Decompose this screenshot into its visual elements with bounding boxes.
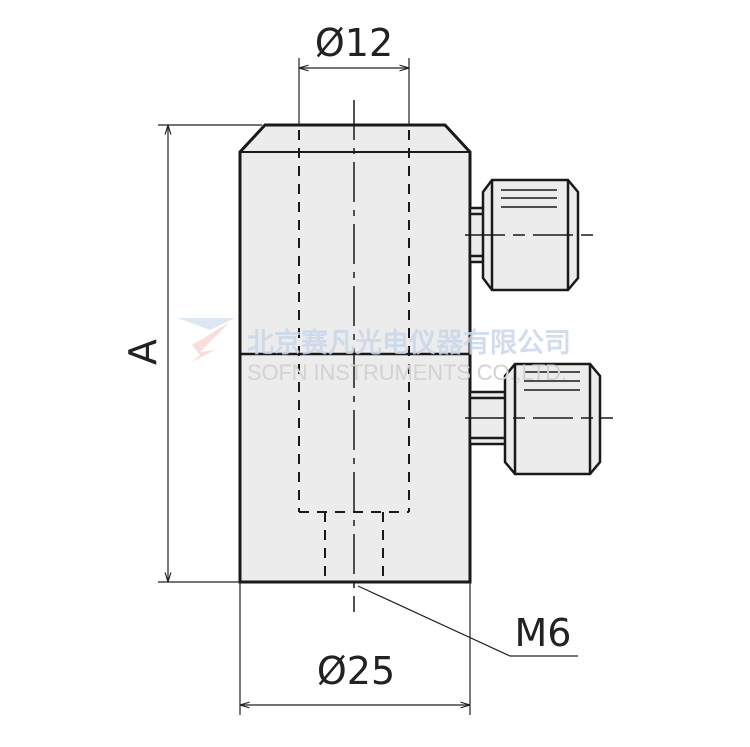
dim-diameter-12: Ø12 — [315, 21, 393, 65]
dim-height-a: A — [121, 339, 165, 365]
thread-label-m6: M6 — [515, 611, 572, 655]
dimension-lines — [158, 58, 578, 715]
thumbscrew-lower[interactable] — [465, 362, 613, 476]
dim-diameter-25: Ø25 — [317, 649, 395, 693]
watermark-company-en: SOFN INSTRUMENTS CO.,LTD. — [247, 360, 567, 385]
watermark-logo-icon — [178, 318, 235, 362]
thumbscrew-upper[interactable] — [465, 178, 595, 292]
watermark-company-cn: 北京赛凡光电仪器有限公司 — [247, 327, 571, 359]
